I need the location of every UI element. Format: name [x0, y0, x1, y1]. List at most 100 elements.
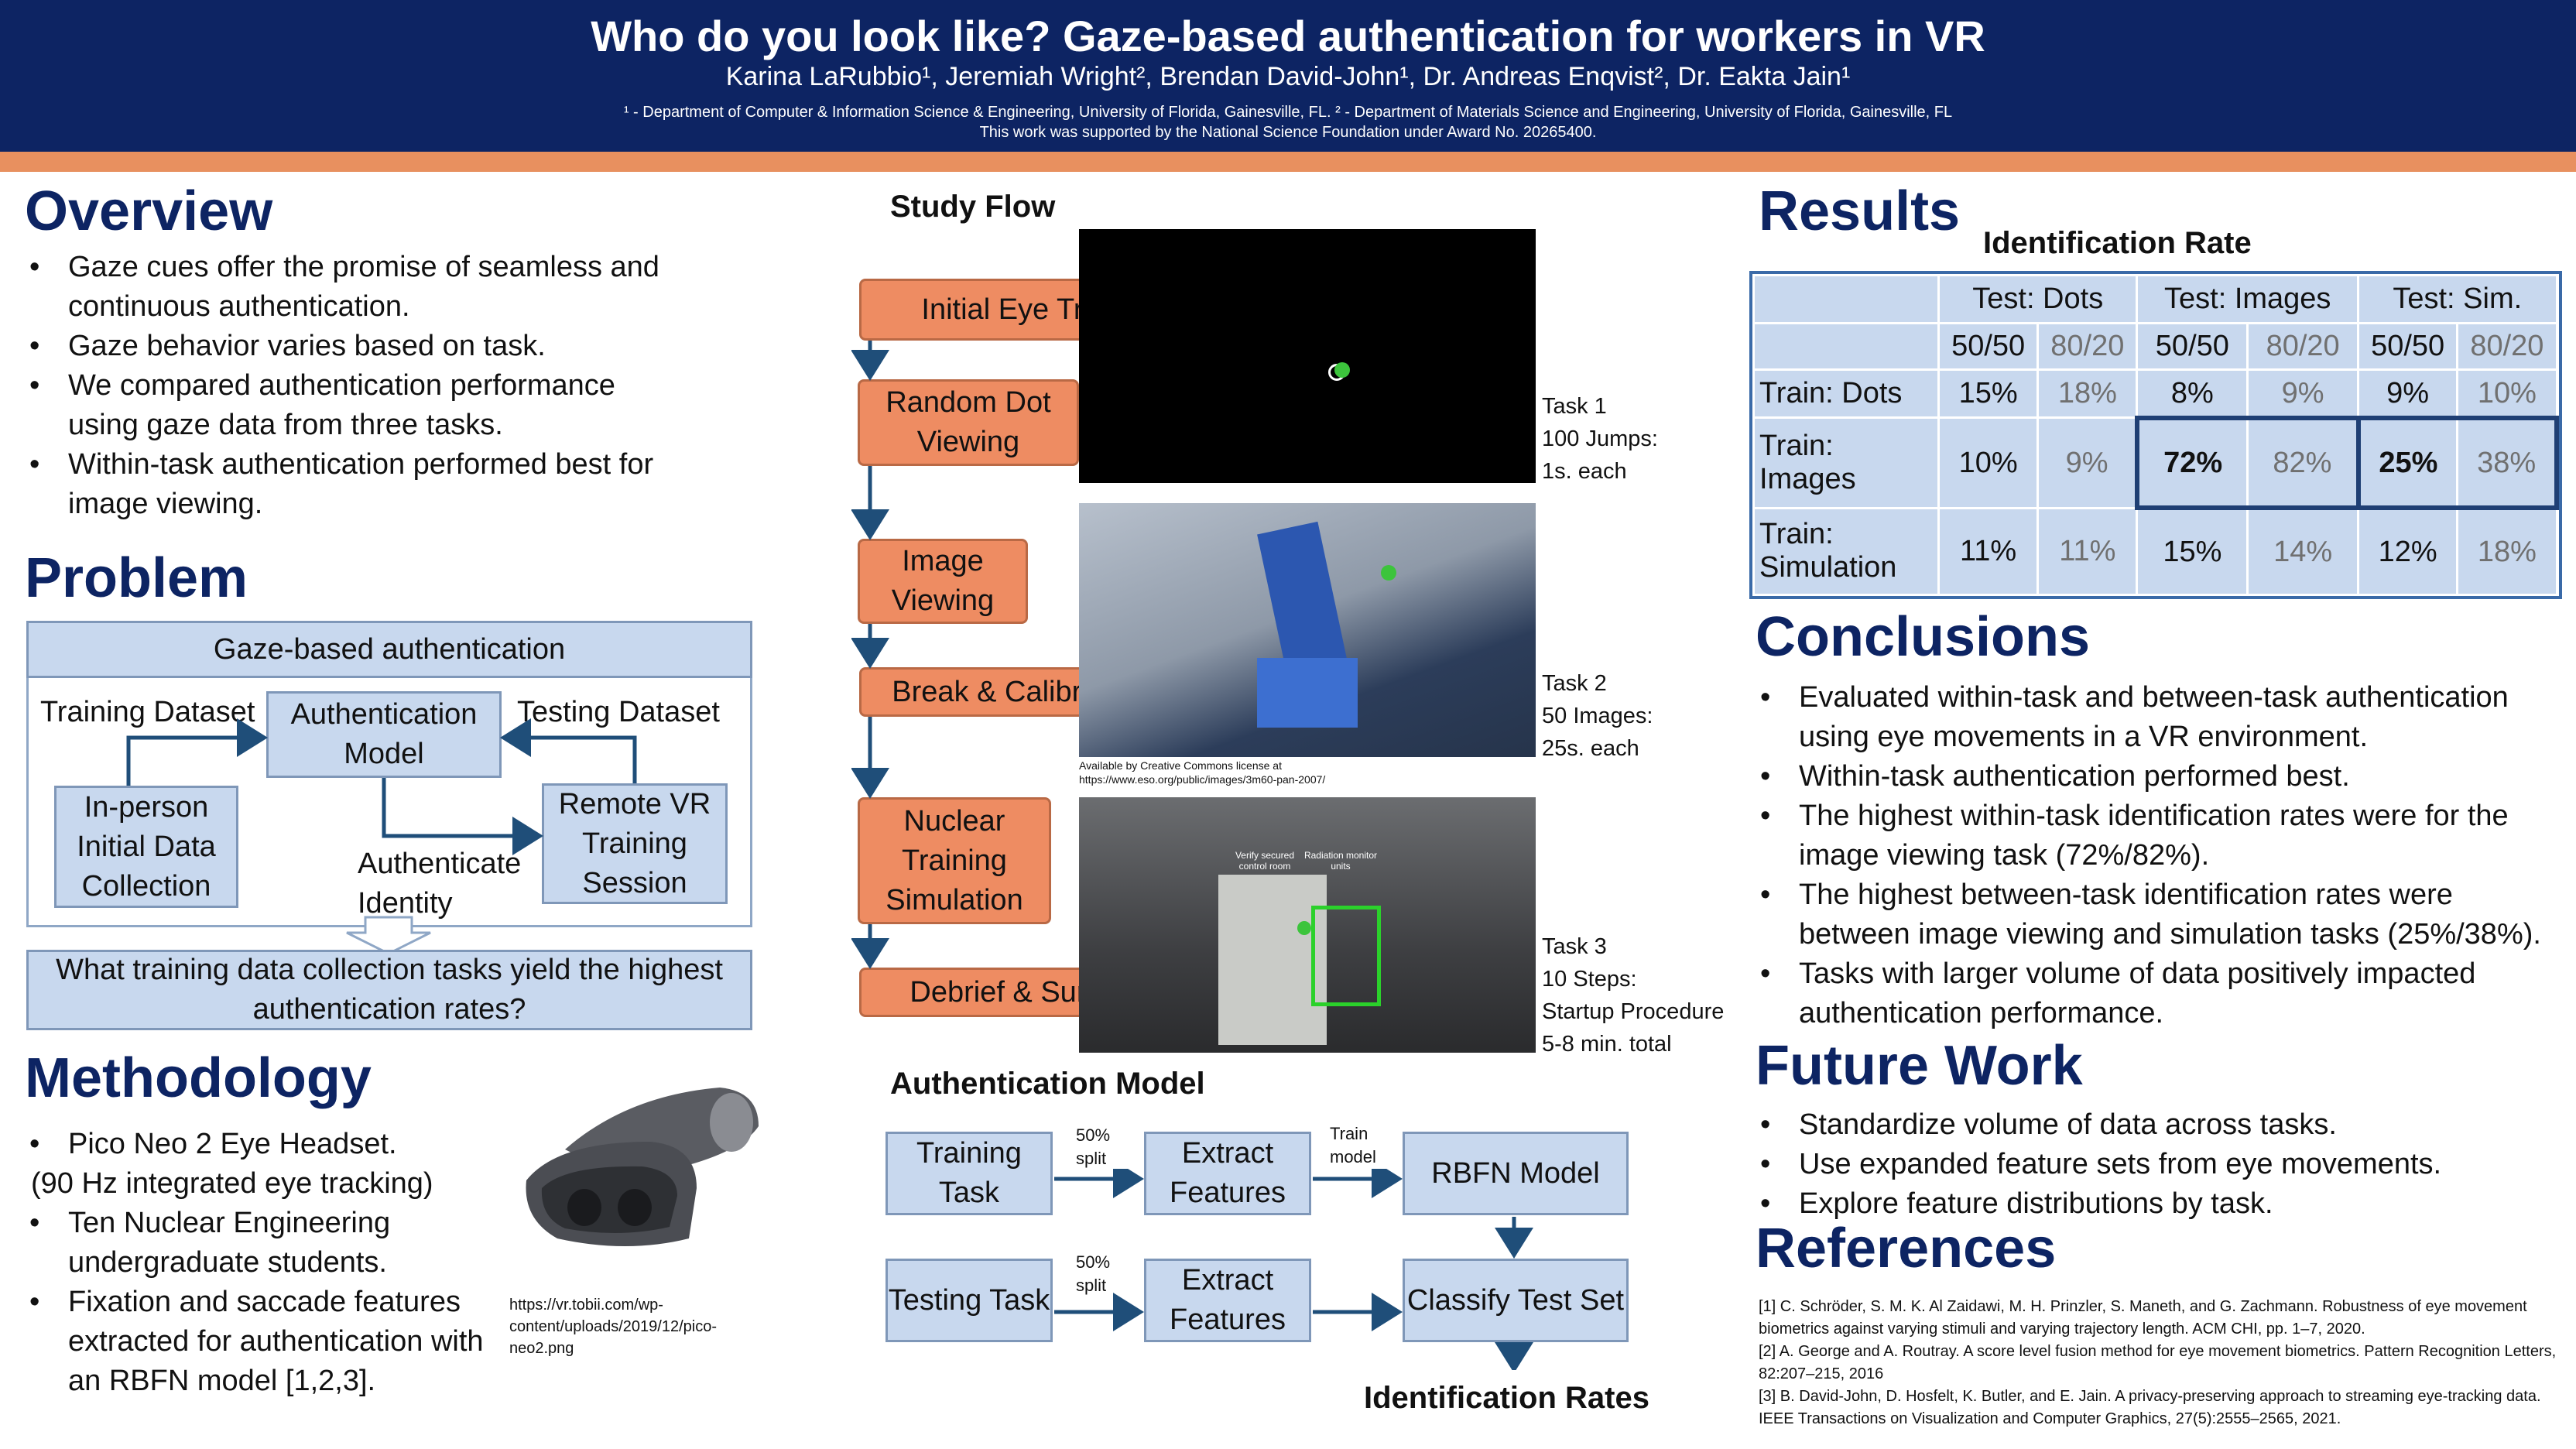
task1-description: Task 1 100 Jumps: 1s. each [1542, 394, 1658, 484]
table-cell: 8% [2136, 368, 2249, 420]
methodology-list-2: Ten Nuclear Engineering undergraduate st… [25, 1204, 520, 1401]
task2-description: Task 2 50 Images: 25s. each [1542, 671, 1653, 761]
flow-step-random-dot: Random Dot Viewing [858, 379, 1079, 466]
conclusions-heading: Conclusions [1756, 606, 2091, 668]
future-work-bullet: Standardize volume of data across tasks. [1756, 1105, 2568, 1145]
sub-col: 80/20 [2036, 322, 2139, 372]
telescope-base [1257, 658, 1358, 728]
results-heading: Results [1759, 180, 1961, 242]
testing-dataset-label: Testing Dataset [517, 696, 720, 728]
problem-heading: Problem [25, 547, 248, 609]
auth-model-heading: Authentication Model [890, 1067, 1205, 1101]
training-task-box: Training Task [886, 1132, 1053, 1215]
conclusion-bullet: Evaluated within-task and between-task a… [1756, 678, 2568, 757]
table-cell: 14% [2246, 506, 2359, 597]
methodology-bullet: Fixation and saccade features extracted … [25, 1283, 520, 1401]
classify-test-set-box: Classify Test Set [1403, 1259, 1629, 1342]
overview-bullet: Gaze cues offer the promise of seamless … [25, 248, 683, 327]
rbfn-model-box: RBFN Model [1403, 1132, 1629, 1215]
poster-title: Who do you look like? Gaze-based authent… [591, 12, 1985, 60]
headset-image-credit: https://vr.tobii.com/wp-content/uploads/… [509, 1297, 717, 1357]
overview-bullet: Gaze behavior varies based on task. [25, 327, 683, 366]
row-label: Train: Simulation [1752, 506, 1940, 597]
identification-rates-label: Identification Rates [1364, 1381, 1649, 1415]
conclusion-bullet: Tasks with larger volume of data positiv… [1756, 954, 2568, 1033]
table-cell: 9% [2036, 416, 2139, 509]
table-cell-highlight: 38% [2456, 415, 2560, 511]
header-stripe [0, 152, 2576, 172]
col-group-images: Test: Images [2136, 273, 2359, 325]
methodology-bullet: Ten Nuclear Engineering undergraduate st… [25, 1204, 520, 1283]
col-group-sim: Test: Sim. [2357, 273, 2558, 325]
table-cell: 15% [2136, 506, 2249, 597]
table-cell: 15% [1937, 368, 2040, 420]
conclusions-list: Evaluated within-task and between-task a… [1756, 678, 2568, 1033]
table-cell: 12% [2356, 506, 2459, 597]
sim-label-radiation: Radiation monitor units [1303, 850, 1378, 872]
task1-dot-image [1079, 229, 1536, 483]
extract-features-box: Extract Features [1144, 1132, 1311, 1215]
conclusion-bullet: The highest within-task identification r… [1756, 796, 2568, 875]
telescope-image-credit-2: https://www.eso.org/public/images/3m60-p… [1079, 773, 1326, 786]
in-person-collection-box: In-person Initial Data Collection [54, 786, 238, 908]
table-cell-highlight: 72% [2134, 415, 2249, 511]
auth-model-arrows [1054, 1169, 1533, 1370]
highlight-box [1311, 906, 1381, 1006]
row-label: Train: Images [1752, 416, 1940, 509]
results-table-title: Identification Rate [1983, 226, 2252, 260]
future-work-list: Standardize volume of data across tasks.… [1756, 1105, 2568, 1224]
remote-vr-session-box: Remote VR Training Session [542, 783, 728, 904]
results-table-frame: Test: Dots Test: Images Test: Sim. 50/50… [1749, 271, 2562, 599]
reference-item: [3] B. David-John, D. Hosfelt, K. Butler… [1759, 1388, 2541, 1427]
table-cell-highlight: 82% [2246, 415, 2359, 511]
table-cell: 18% [2456, 506, 2558, 597]
extract-features-box-test: Extract Features [1144, 1259, 1311, 1342]
telescope-image-credit-1: Available by Creative Commons license at [1079, 759, 1282, 772]
table-cell: 18% [2036, 368, 2139, 420]
sub-col: 50/50 [2356, 322, 2459, 372]
split-label-test: 50% split [1076, 1252, 1111, 1295]
row-label: Train: Dots [1752, 368, 1940, 420]
table-cell: 11% [1937, 506, 2040, 597]
conclusion-bullet: The highest between-task identification … [1756, 875, 2568, 954]
results-table: Test: Dots Test: Images Test: Sim. 50/50… [1752, 273, 2560, 597]
training-dataset-label: Training Dataset [40, 696, 255, 728]
overview-heading: Overview [25, 180, 273, 242]
sub-col: 50/50 [1937, 322, 2040, 372]
reference-item: [2] A. George and A. Routray. A score le… [1759, 1343, 2557, 1382]
task3-description: Task 3 10 Steps: Startup Procedure 5-8 m… [1542, 934, 1725, 1057]
split-label-train: 50% split [1076, 1125, 1111, 1168]
table-cell: 10% [1937, 416, 2040, 509]
grant-note: This work was supported by the National … [979, 124, 1597, 141]
table-row: Train: Images 10% 9% 72% 82% 25% 38% [1752, 415, 2560, 511]
gaze-point-icon [1334, 362, 1350, 378]
conclusion-bullet: Within-task authentication performed bes… [1756, 757, 2568, 796]
sub-col: 80/20 [2246, 322, 2359, 372]
methodology-list: Pico Neo 2 Eye Headset. [25, 1125, 505, 1164]
vr-headset-image [526, 1088, 759, 1246]
headset-note: (90 Hz integrated eye tracking) [31, 1167, 433, 1200]
problem-arrows [126, 718, 637, 955]
overview-bullet: We compared authentication performance u… [25, 366, 683, 445]
sim-label-control-room: Verify secured control room [1235, 850, 1295, 872]
table-cell: 11% [2036, 506, 2139, 597]
col-group-dots: Test: Dots [1937, 273, 2139, 325]
overview-list: Gaze cues offer the promise of seamless … [25, 248, 683, 524]
future-work-bullet: Explore feature distributions by task. [1756, 1184, 2568, 1224]
corner-cell [1752, 273, 1940, 325]
methodology-heading: Methodology [25, 1047, 372, 1109]
control-panel [1218, 875, 1327, 1045]
flow-step-image-viewing: Image Viewing [858, 539, 1028, 624]
reference-item: [1] C. Schröder, S. M. K. Al Zaidawi, M.… [1759, 1298, 2527, 1338]
authenticate-identity-label: Authenticate Identity [358, 848, 522, 920]
gaze-point-icon [1297, 921, 1311, 935]
table-row: Train: Dots 15% 18% 8% 9% 9% 10% [1752, 368, 2558, 420]
references-heading: References [1756, 1218, 2057, 1279]
future-work-heading: Future Work [1756, 1035, 2083, 1097]
table-cell: 9% [2356, 368, 2459, 420]
overview-bullet: Within-task authentication performed bes… [25, 445, 683, 524]
table-cell: 9% [2246, 368, 2359, 420]
flow-step-simulation: Nuclear Training Simulation [858, 797, 1051, 924]
testing-task-box: Testing Task [886, 1259, 1053, 1342]
research-question-box: What training data collection tasks yiel… [26, 950, 752, 1030]
